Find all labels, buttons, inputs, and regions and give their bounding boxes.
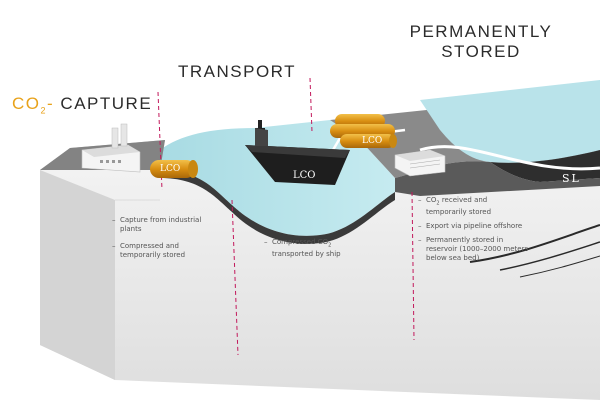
heading-capture: CO2- CAPTURE	[12, 94, 153, 116]
heading-stored: PERMANENTLY STORED	[409, 22, 553, 61]
capture-tank-label: LCO	[160, 164, 181, 174]
divider-capture-transport	[157, 91, 163, 191]
ship-label: LCO	[293, 170, 316, 181]
divider-capture-transport-front	[231, 199, 239, 356]
note-stored-3: –Permanently stored in reservoir (1000–2…	[418, 236, 529, 262]
note-transport-1: –Compressed CO2 transported by ship	[264, 238, 341, 259]
industrial-plant-icon	[81, 123, 141, 173]
note-stored-2: –Export via pipeline offshore	[418, 222, 523, 230]
partial-right-label: SL	[562, 172, 581, 185]
reservoir-layer-2	[499, 241, 600, 271]
note-capture-2: –Compressed and temporarily stored	[112, 242, 186, 259]
divider-transport-storage	[309, 77, 313, 133]
sea-storage	[420, 80, 600, 163]
heading-transport: TRANSPORT	[178, 62, 297, 81]
pipeline	[419, 145, 600, 171]
reservoir-layer-1	[469, 224, 600, 263]
divider-transport-storage-front	[411, 191, 415, 341]
receiving-tank-label: LCO	[362, 136, 383, 146]
ship-icon	[245, 120, 350, 185]
block-front-face	[40, 170, 600, 400]
note-capture-1: –Capture from industrial plants	[112, 216, 202, 233]
capture-tank-icon	[150, 160, 198, 178]
storage-station-icon	[394, 149, 446, 177]
note-stored-1: –CO2 received and temporarily stored	[418, 196, 492, 217]
receiving-tanks-icon	[330, 114, 397, 148]
block-left-face	[40, 170, 115, 380]
